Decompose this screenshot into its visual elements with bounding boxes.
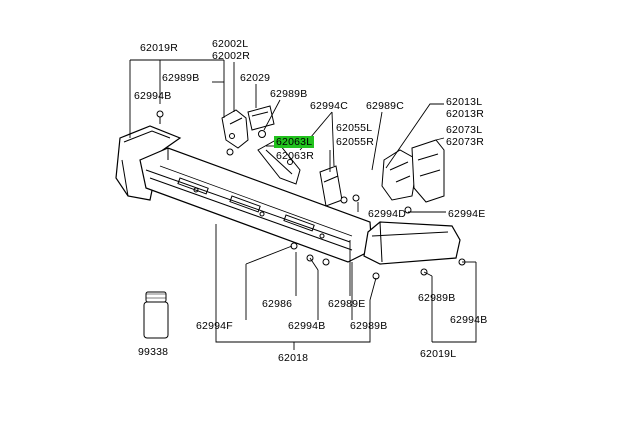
bracket-62073 <box>411 139 445 203</box>
label-62055L[interactable]: 62055L <box>336 122 373 134</box>
label-62989B-top-center[interactable]: 62989B <box>270 88 308 100</box>
fasteners <box>156 110 466 280</box>
label-62018[interactable]: 62018 <box>278 352 309 364</box>
label-62994C[interactable]: 62994C <box>310 100 348 112</box>
left-bracket <box>221 109 249 149</box>
bracket-62013 <box>381 149 419 201</box>
label-62002L[interactable]: 62002L <box>212 38 249 50</box>
label-62989B-bottom-center[interactable]: 62989B <box>350 320 388 332</box>
label-62986[interactable]: 62986 <box>262 298 293 310</box>
label-62013L[interactable]: 62013L <box>446 96 483 108</box>
label-62002R[interactable]: 62002R <box>212 50 250 62</box>
label-62989C[interactable]: 62989C <box>366 100 404 112</box>
label-62063R[interactable]: 62063R <box>276 150 314 162</box>
label-99338[interactable]: 99338 <box>138 346 169 358</box>
label-62013R[interactable]: 62013R <box>446 108 484 120</box>
right-bumper-end <box>363 221 461 265</box>
label-62994F[interactable]: 62994F <box>196 320 233 332</box>
label-62994D[interactable]: 62994D <box>368 208 406 220</box>
label-62989B-top-left[interactable]: 62989B <box>162 72 200 84</box>
label-62994B-bottom-right[interactable]: 62994B <box>450 314 488 326</box>
label-62063L[interactable]: 62063L <box>274 136 315 148</box>
label-62073L[interactable]: 62073L <box>446 124 483 136</box>
label-62073R[interactable]: 62073R <box>446 136 484 148</box>
label-62994B-bottom-center[interactable]: 62994B <box>288 320 326 332</box>
touch-up-paint-bottle <box>143 291 169 339</box>
label-62019L[interactable]: 62019L <box>420 348 457 360</box>
main-bumper-beam <box>139 147 373 263</box>
label-62994B-top-left[interactable]: 62994B <box>134 90 172 102</box>
label-62989E[interactable]: 62989E <box>328 298 366 310</box>
label-62989B-bottom-right[interactable]: 62989B <box>418 292 456 304</box>
label-62055R[interactable]: 62055R <box>336 136 374 148</box>
label-62029[interactable]: 62029 <box>240 72 271 84</box>
label-62994E[interactable]: 62994E <box>448 208 486 220</box>
stay-62063 <box>257 139 301 185</box>
bracket-62055 <box>319 165 343 207</box>
label-62019R[interactable]: 62019R <box>140 42 178 54</box>
leader-lines <box>129 59 477 350</box>
